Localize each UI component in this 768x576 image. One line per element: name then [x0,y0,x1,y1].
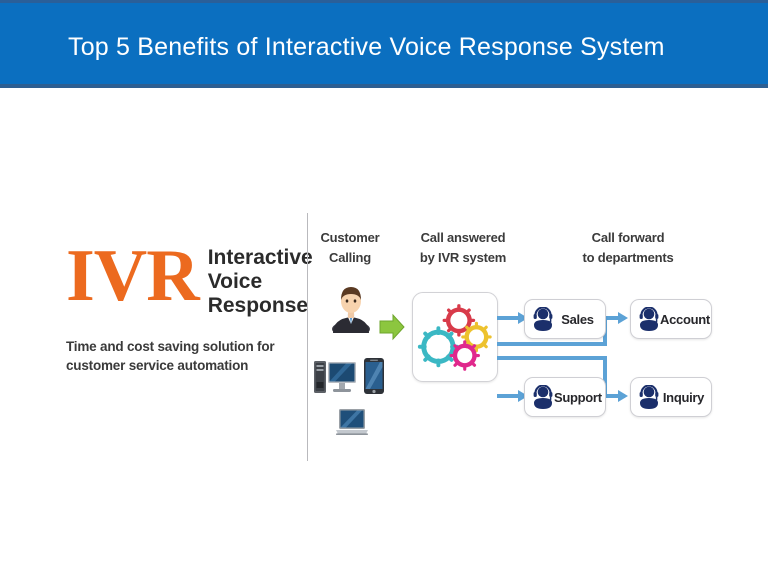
connector-riser-inquiry [603,356,607,398]
connector-to-sales [497,316,519,320]
tagline-line-1: Time and cost saving solution for [66,338,275,354]
headset-agent-icon [532,306,554,331]
heading-customer-line-2: Calling [329,249,371,265]
ivr-engine-gears-box [412,292,498,382]
customer-devices-icons [312,355,392,401]
department-label-support: Support [554,389,602,405]
headset-agent-icon [638,306,660,331]
heading-departments-line-2: to departments [582,249,674,265]
heading-customer-line-1: Customer [320,230,380,245]
connector-to-account [603,316,625,320]
headset-agent-icon [638,384,660,409]
connector-trunk-lower [497,356,607,360]
connector-to-inquiry [603,394,625,398]
ivr-word-voice: Voice [207,269,263,293]
department-box-support[interactable]: Support [524,377,606,417]
logo-tagline: Time and cost saving solution for custom… [66,337,306,376]
ivr-word-interactive: Interactive [207,246,313,269]
ivr-expansion: Interactive Voice Response [208,246,313,318]
column-heading-ivr: Call answered by IVR system [400,228,526,267]
ivr-logo-block: IVR Interactive Voice Response Time and … [66,235,313,376]
heading-ivr-line-1: Call answered [420,230,506,245]
vertical-divider [307,213,308,461]
ivr-infographic: IVR Interactive Voice Response Time and … [0,200,768,480]
businessman-avatar-icon [329,285,373,337]
page-title: Top 5 Benefits of Interactive Voice Resp… [68,33,665,61]
title-banner: Top 5 Benefits of Interactive Voice Resp… [0,0,768,88]
department-label-inquiry: Inquiry [662,389,705,405]
connector-arrowheads [518,312,628,402]
connector-to-support [497,394,519,398]
tagline-line-2: customer service automation [66,358,249,374]
ivr-word-response: Response [207,293,309,317]
column-heading-departments: Call forward to departments [548,228,708,267]
department-box-sales[interactable]: Sales [524,299,606,339]
connector-trunk-upper [497,342,607,346]
heading-departments-line-1: Call forward [591,230,665,245]
laptop-icon [335,408,369,436]
department-box-account[interactable]: Account [630,299,712,339]
ivr-wordmark: IVR [66,235,200,317]
heading-ivr-line-2: by IVR system [419,249,507,265]
column-heading-customer: Customer Calling [308,228,392,267]
department-label-account: Account [660,311,710,327]
department-label-sales: Sales [561,311,594,327]
logo-row: IVR Interactive Voice Response [66,235,313,318]
green-right-arrow-icon [379,313,405,341]
headset-agent-icon [532,384,554,409]
department-box-inquiry[interactable]: Inquiry [630,377,712,417]
